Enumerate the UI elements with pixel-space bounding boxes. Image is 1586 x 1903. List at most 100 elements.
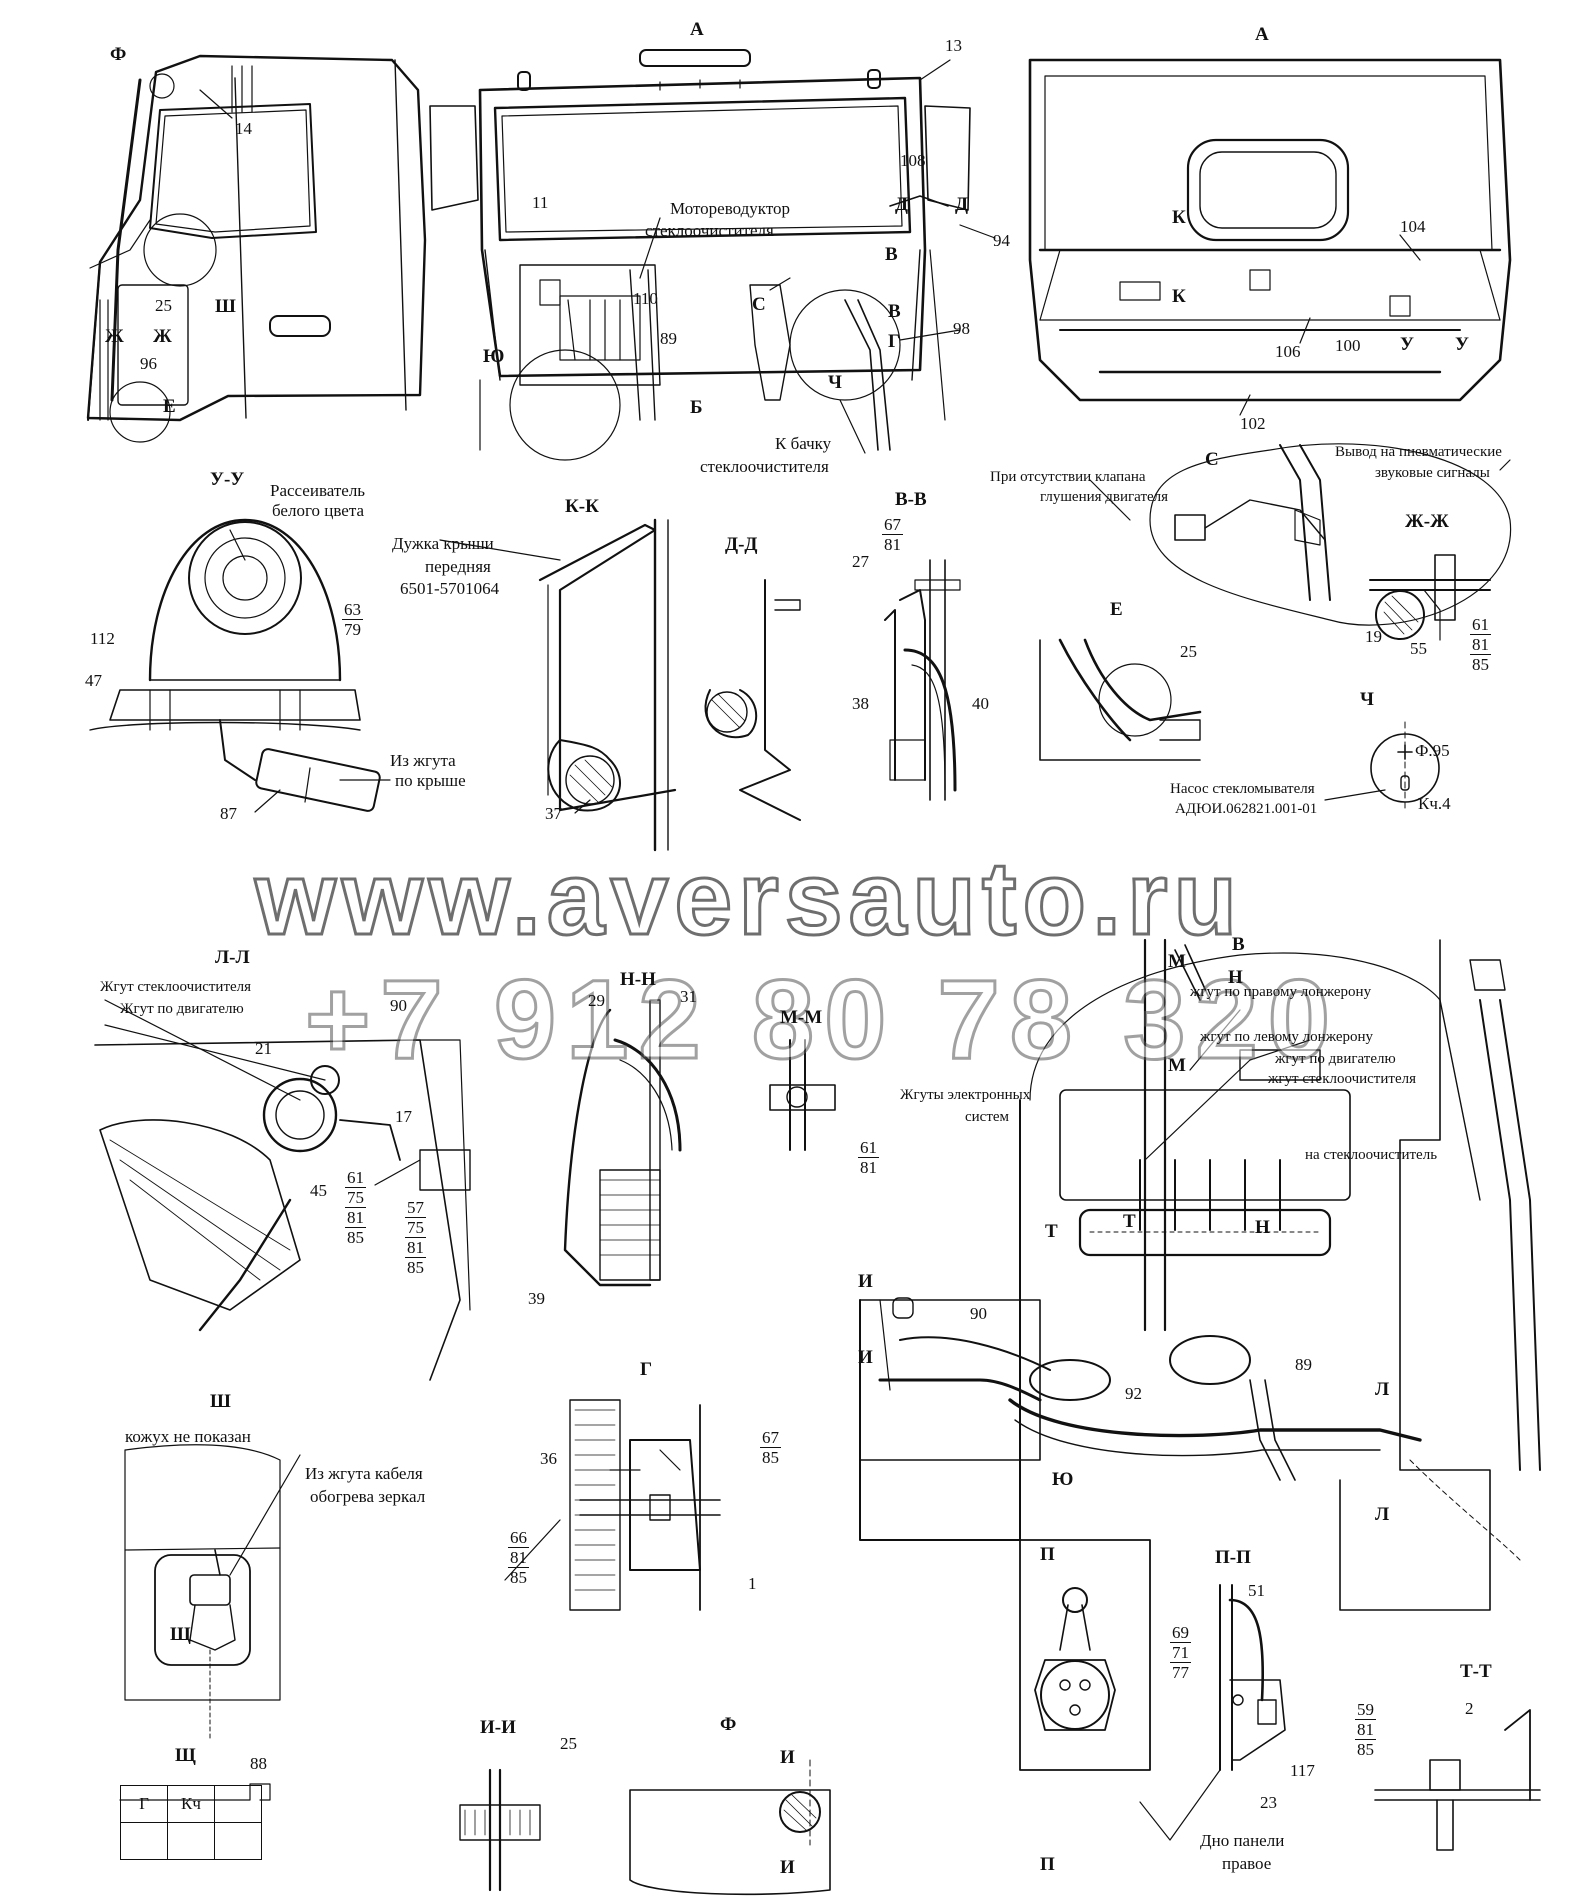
shh-title: Щ	[175, 1745, 196, 1766]
cab-side-view	[86, 54, 427, 443]
callout-25-side: 25	[155, 296, 172, 315]
callout-96: 96	[140, 354, 157, 373]
callout-90-l: 90	[390, 996, 407, 1015]
view-e-marker: Е	[163, 396, 176, 417]
view-i-marker-f-top: И	[780, 1747, 795, 1768]
view-e-title: Е	[1110, 599, 1123, 620]
callout-106: 106	[1275, 342, 1301, 361]
callout-37: 37	[545, 804, 562, 823]
right-spar-label: жгут по правому лонжерону	[1190, 984, 1372, 1000]
section-l-l	[94, 1039, 471, 1381]
view-f-marker: Ф	[110, 44, 127, 65]
view-u-marker-left: У	[1400, 334, 1414, 355]
kch4-label: Кч.4	[1418, 794, 1451, 813]
watermark-phone: +7 912 80 78 320	[303, 956, 1341, 1084]
view-f-title: Ф	[720, 1714, 737, 1735]
view-i-marker-top: И	[858, 1271, 873, 1292]
section-zh-zh-title: Ж-Ж	[1405, 511, 1449, 532]
callout-27: 27	[852, 552, 869, 571]
view-k-marker-top: К	[1172, 207, 1186, 228]
section-d-d-title: Д-Д	[725, 534, 758, 555]
callout-47: 47	[85, 671, 102, 690]
callout-38: 38	[852, 694, 869, 713]
view-g-title: Г	[640, 1359, 653, 1380]
view-yu	[1019, 1539, 1151, 1771]
view-c-marker: С	[752, 294, 766, 315]
roof-bar-label-2: передняя	[425, 557, 491, 576]
wiper-harness-2-label: жгут стеклоочистителя	[1268, 1071, 1416, 1087]
section-v-v-title: В-В	[895, 489, 927, 510]
callout-19: 19	[1365, 627, 1382, 646]
view-e	[1039, 638, 1202, 761]
roof-bar-label: Дужка крыши	[392, 534, 494, 553]
view-i-marker-f-bottom: И	[780, 1857, 795, 1878]
view-zh-marker-left: Ж	[105, 326, 124, 347]
washer-pump-code: АДЮИ.062821.001-01	[1175, 801, 1318, 817]
callout-94: 94	[993, 231, 1010, 250]
callout-13: 13	[945, 36, 962, 55]
view-n-marker-bottom: Н	[1255, 1217, 1270, 1238]
from-roof-harness-label: Из жгута	[390, 751, 456, 770]
callout-14: 14	[235, 119, 252, 138]
section-n-n	[563, 999, 682, 1287]
view-v-title: В	[1232, 934, 1245, 955]
callout-87: 87	[220, 804, 237, 823]
watermark-site: www.aversauto.ru	[254, 840, 1243, 959]
callout-112: 112	[90, 629, 115, 648]
view-v-marker-top: В	[885, 244, 898, 265]
section-k-k-title: К-К	[565, 496, 599, 517]
washer-pump-label: Насос стекломывателя	[1170, 781, 1315, 797]
section-zh-zh	[1369, 554, 1491, 641]
pneumatic-label: Вывод на пневматические	[1335, 444, 1502, 460]
section-k-k	[538, 518, 677, 852]
view-b-marker: Б	[690, 397, 703, 418]
view-d-marker-left: Д	[895, 194, 909, 215]
motor-reducer-label-2: стеклоочистителя	[645, 221, 774, 240]
section-m-m-title: М-М	[780, 1007, 823, 1028]
section-v-v	[884, 559, 961, 801]
cover-not-shown-label: кожух не показан	[125, 1427, 251, 1446]
callout-88: 88	[250, 1754, 267, 1773]
section-p-p	[1219, 1584, 1286, 1771]
section-t-t-title: Т-Т	[1460, 1661, 1492, 1682]
view-c	[1149, 443, 1512, 626]
view-i-marker-bottom: И	[858, 1347, 873, 1368]
left-spar-label: жгут по левому лонжерону	[1200, 1029, 1374, 1045]
section-u-u	[89, 518, 381, 812]
view-yu-title: Ю	[1052, 1469, 1074, 1490]
callout-25-e: 25	[1180, 642, 1197, 661]
motor-reducer-label: Мотореводуктор	[670, 199, 791, 218]
callout-25-i: 25	[560, 1734, 577, 1753]
callout-89-top: 89	[660, 329, 677, 348]
cab-front-view	[429, 49, 971, 461]
view-zh-marker-right: Ж	[153, 326, 172, 347]
callout-40: 40	[972, 694, 989, 713]
section-i-i	[459, 1768, 541, 1892]
view-n-marker-top: Н	[1228, 967, 1243, 988]
f95-label: Ф.95	[1415, 741, 1450, 760]
mirror-harness-label-2: обогрева зеркал	[310, 1487, 426, 1506]
callout-55: 55	[1410, 639, 1427, 658]
view-d-marker-right: Д	[955, 194, 969, 215]
view-a-title: А	[1255, 24, 1269, 45]
view-v-engine	[859, 938, 1541, 1611]
roof-bar-label-3: 6501-5701064	[400, 579, 500, 598]
view-ch	[1370, 721, 1440, 813]
cab-view-a	[1028, 58, 1512, 402]
view-k-marker-bottom: К	[1172, 286, 1186, 307]
callout-11: 11	[532, 193, 549, 212]
callout-110: 110	[633, 289, 658, 308]
callout-39: 39	[528, 1289, 545, 1308]
electronic-harnesses-label-2: систем	[965, 1109, 1010, 1125]
callout-21: 21	[255, 1039, 272, 1058]
section-t-t	[1374, 1709, 1541, 1851]
diffuser-label-2: белого цвета	[272, 501, 365, 520]
connector-cell-g: Г	[120, 1785, 168, 1823]
